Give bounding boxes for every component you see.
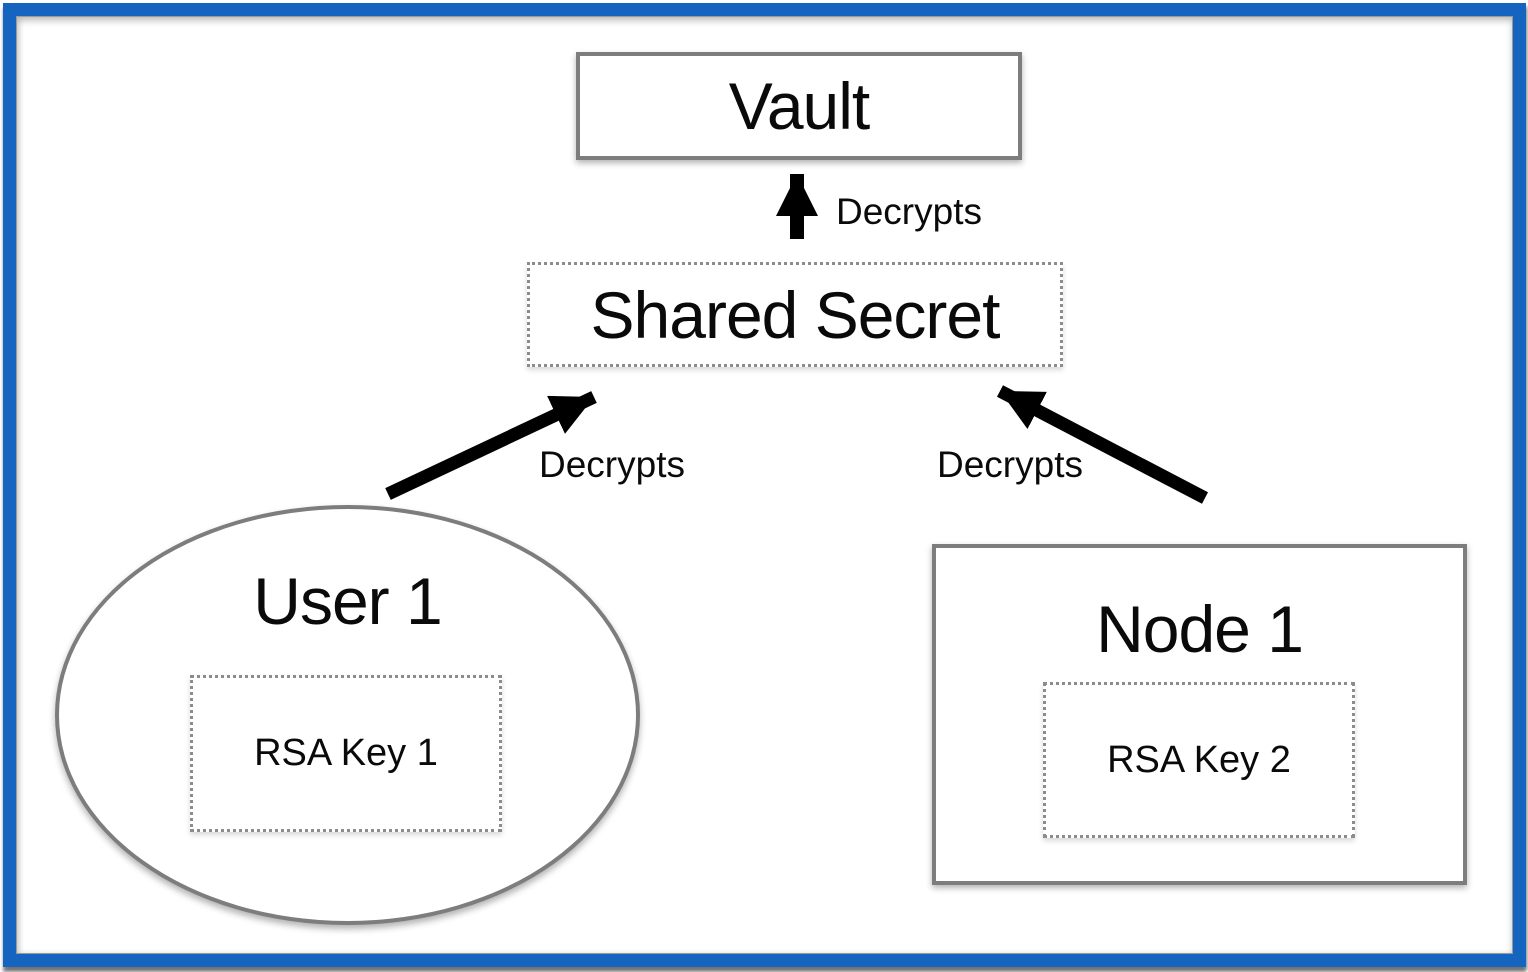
rsa-key1-box: RSA Key 1 (190, 675, 502, 832)
vault-label: Vault (728, 69, 871, 143)
slide-frame (3, 3, 1526, 967)
rsa-key2-label: RSA Key 2 (1107, 738, 1291, 781)
vault-box: Vault (576, 52, 1022, 160)
decrypts-label-top: Decrypts (836, 191, 982, 232)
shared-secret-box: Shared Secret (527, 262, 1063, 367)
decrypts-label-right: Decrypts (937, 444, 1083, 485)
decrypts-label-left: Decrypts (539, 444, 685, 485)
node1-label: Node 1 (1096, 592, 1304, 666)
shared-secret-label: Shared Secret (590, 277, 1001, 352)
user1-label: User 1 (253, 564, 442, 638)
slide-frame-inner-edge (16, 16, 1513, 954)
rsa-key2-box: RSA Key 2 (1043, 682, 1355, 838)
rsa-key1-label: RSA Key 1 (254, 732, 438, 774)
